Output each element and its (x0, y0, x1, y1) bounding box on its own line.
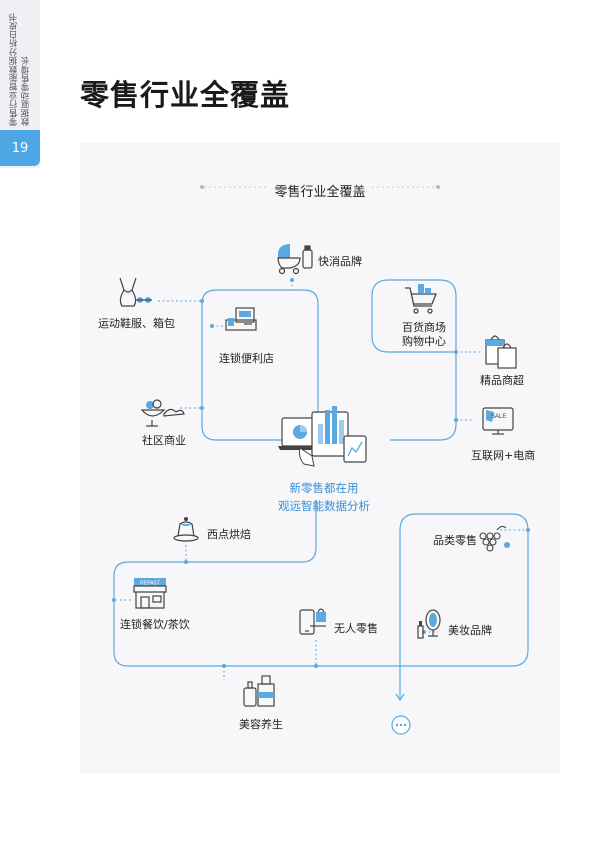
page-number: 19 (11, 140, 29, 156)
dessert-bowl-icon (140, 399, 185, 427)
diagram-panel (80, 143, 560, 773)
label-department-1: 百货商场 (402, 321, 446, 334)
label-community: 社区商业 (142, 434, 186, 447)
swimsuit-icon (119, 277, 152, 307)
label-ecommerce: 互联网+电商 (471, 449, 536, 462)
label-convenience: 连锁便利店 (219, 352, 274, 365)
page-title: 零售行业全覆盖 (80, 78, 291, 112)
monitor-sale-icon (482, 407, 514, 435)
analytics-devices-icon (278, 406, 367, 467)
grapes-icon (479, 525, 510, 552)
page-number-tab: 19 (0, 130, 40, 166)
shopping-cart-icon (405, 284, 437, 314)
down-arrow-icon (395, 693, 405, 702)
label-department: 百货商场 购物中心 (402, 321, 446, 349)
flow-lines (113, 279, 529, 700)
label-boutique: 精品商超 (480, 374, 524, 387)
perfume-icon (243, 675, 275, 707)
center-caption-1: 新零售都在用 (289, 481, 359, 495)
label-fmcg: 快消品牌 (318, 255, 362, 268)
cash-register-icon (225, 307, 257, 331)
center-caption-2: 观远智能数据分析 (278, 499, 370, 513)
pudding-icon (173, 517, 199, 542)
label-cosmetics: 美妆品牌 (448, 624, 492, 637)
phone-shopping-icon (299, 608, 326, 635)
label-bakery: 西点烘焙 (207, 528, 251, 541)
label-sports: 运动鞋服、箱包 (98, 317, 175, 330)
stroller-icon (277, 244, 313, 275)
label-department-2: 购物中心 (402, 335, 446, 348)
repast-sign: REPAST (140, 581, 160, 587)
label-restaurant: 连锁餐饮/茶饮 (120, 618, 190, 631)
connector-dots (112, 278, 530, 668)
label-unmanned: 无人零售 (334, 622, 378, 635)
more-icon (391, 715, 411, 735)
label-category: 品类零售 (433, 534, 477, 547)
sale-text: SALE (491, 414, 507, 420)
label-beauty: 美容养生 (239, 718, 283, 731)
storefront-icon (133, 578, 167, 609)
mirror-icon (417, 609, 441, 639)
center-caption: 新零售都在用 观远智能数据分析 (264, 479, 384, 515)
shopping-bags-icon (485, 335, 517, 369)
diagram-title: 零售行业全覆盖 (274, 185, 366, 200)
